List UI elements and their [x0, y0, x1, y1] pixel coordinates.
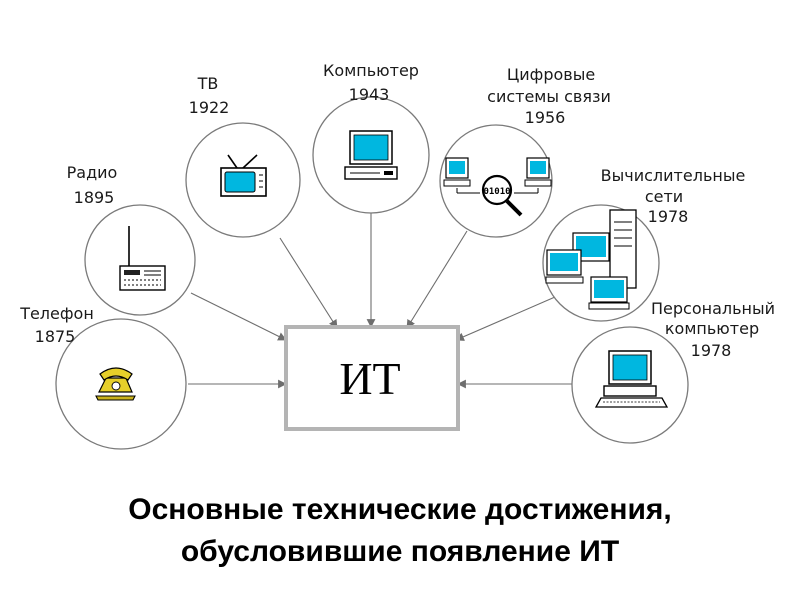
- radio-name: Радио: [67, 163, 118, 182]
- telephone-year: 1875: [35, 327, 76, 346]
- pc-name-line2: компьютер: [665, 319, 759, 338]
- tv-icon: [220, 154, 267, 197]
- node-computer: Компьютер 1943: [312, 61, 430, 214]
- node-radio: Радио 1895: [67, 163, 196, 316]
- telephone-icon: [95, 367, 136, 401]
- arrow-radio: [190, 292, 287, 341]
- networked-computers-icon: [443, 157, 552, 194]
- magnifier-icon: 01010: [481, 174, 523, 217]
- tv-name: ТВ: [197, 74, 219, 93]
- caption-line-2: обусловившие появление ИТ: [180, 535, 620, 568]
- computer-network-icon: [545, 209, 637, 310]
- binary-label: 01010: [483, 187, 510, 197]
- arrow-tv: [279, 237, 338, 329]
- computer-year: 1943: [349, 85, 390, 104]
- computer-icon: [344, 130, 398, 180]
- arrow-networks: [455, 296, 556, 341]
- pc-name-line1: Персональный: [651, 299, 775, 318]
- center-box: ИТ: [284, 325, 460, 431]
- digital-name-line1: Цифровые: [507, 65, 595, 84]
- tv-year: 1922: [189, 98, 230, 117]
- node-pc: Персональный компьютер 1978: [571, 299, 775, 444]
- pc-year: 1978: [691, 341, 732, 360]
- radio-year: 1895: [74, 188, 115, 207]
- networks-name-line1: Вычислительные: [601, 166, 746, 185]
- digital-year: 1956: [525, 108, 566, 127]
- node-digital: 01010 Цифровые системы связи 1956: [439, 65, 611, 238]
- node-telephone: Телефон 1875: [19, 304, 187, 450]
- caption-line-1: Основные технические достижения,: [128, 493, 672, 526]
- telephone-name: Телефон: [19, 304, 94, 323]
- radio-icon: [119, 226, 166, 291]
- personal-computer-icon: [594, 350, 669, 408]
- node-tv: ТВ 1922: [185, 74, 301, 238]
- center-frame: [284, 325, 460, 431]
- digital-name-line2: системы связи: [487, 87, 611, 106]
- connector-arrows: [188, 213, 573, 389]
- pc-circle: [571, 326, 689, 444]
- node-networks: Вычислительные сети 1978: [542, 166, 746, 322]
- center-label: ИТ: [339, 353, 400, 404]
- radio-circle: [84, 204, 196, 316]
- networks-year: 1978: [648, 207, 689, 226]
- arrow-digital: [406, 230, 468, 329]
- computer-name: Компьютер: [323, 61, 419, 80]
- networks-name-line2: сети: [645, 187, 683, 206]
